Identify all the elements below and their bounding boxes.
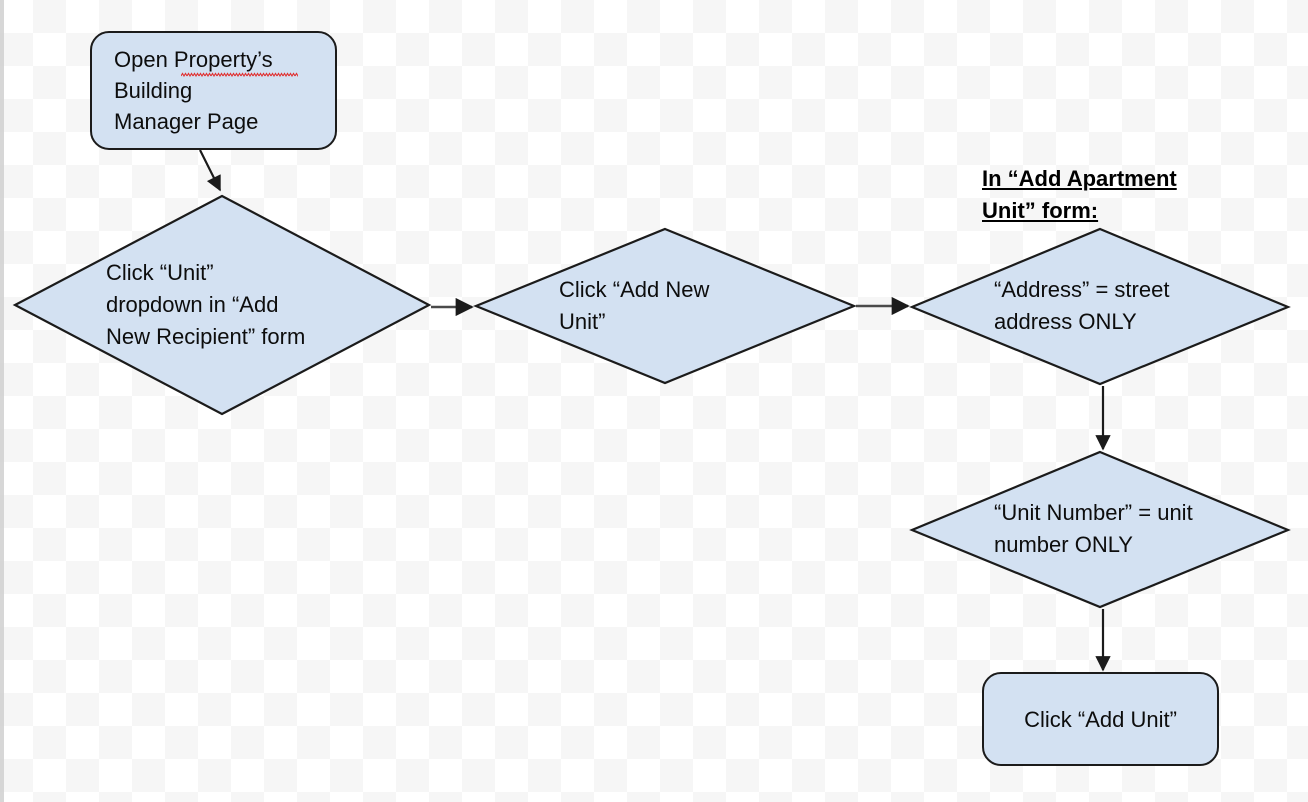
connector-start-to-unit-dropdown xyxy=(199,149,221,192)
node-address-street-only-label: “Address” = street address ONLY xyxy=(994,277,1170,334)
diamond-shape-3 xyxy=(909,227,1291,386)
node-click-add-new-unit-label: Click “Add New Unit” xyxy=(559,277,710,334)
annotation-form-heading: In “Add Apartment Unit” form: xyxy=(982,166,1177,223)
node-click-unit-dropdown[interactable]: Click “Unit” dropdown in “Add New Recipi… xyxy=(12,194,432,416)
canvas-edge-strip xyxy=(0,0,4,802)
node-unit-number-only[interactable]: “Unit Number” = unit number ONLY xyxy=(909,450,1291,609)
node-click-add-unit-label: Click “Add Unit” xyxy=(1024,706,1177,732)
node-click-unit-dropdown-label: Click “Unit” dropdown in “Add New Recipi… xyxy=(106,260,306,349)
spellcheck-squiggle-icon xyxy=(181,72,298,77)
node-click-add-new-unit[interactable]: Click “Add New Unit” xyxy=(473,227,857,385)
node-start-label: Open Property’s Building Manager Page xyxy=(114,47,273,134)
diamond-shape-4 xyxy=(909,450,1291,609)
node-unit-number-only-label: “Unit Number” = unit number ONLY xyxy=(994,500,1193,557)
diamond-shape-1 xyxy=(12,194,432,416)
node-address-street-only[interactable]: “Address” = street address ONLY xyxy=(909,227,1291,386)
node-start-open-building-manager-page[interactable]: Open Property’s Building Manager Page xyxy=(90,31,337,150)
node-click-add-unit[interactable]: Click “Add Unit” xyxy=(982,672,1219,766)
diamond-shape-2 xyxy=(473,227,857,385)
